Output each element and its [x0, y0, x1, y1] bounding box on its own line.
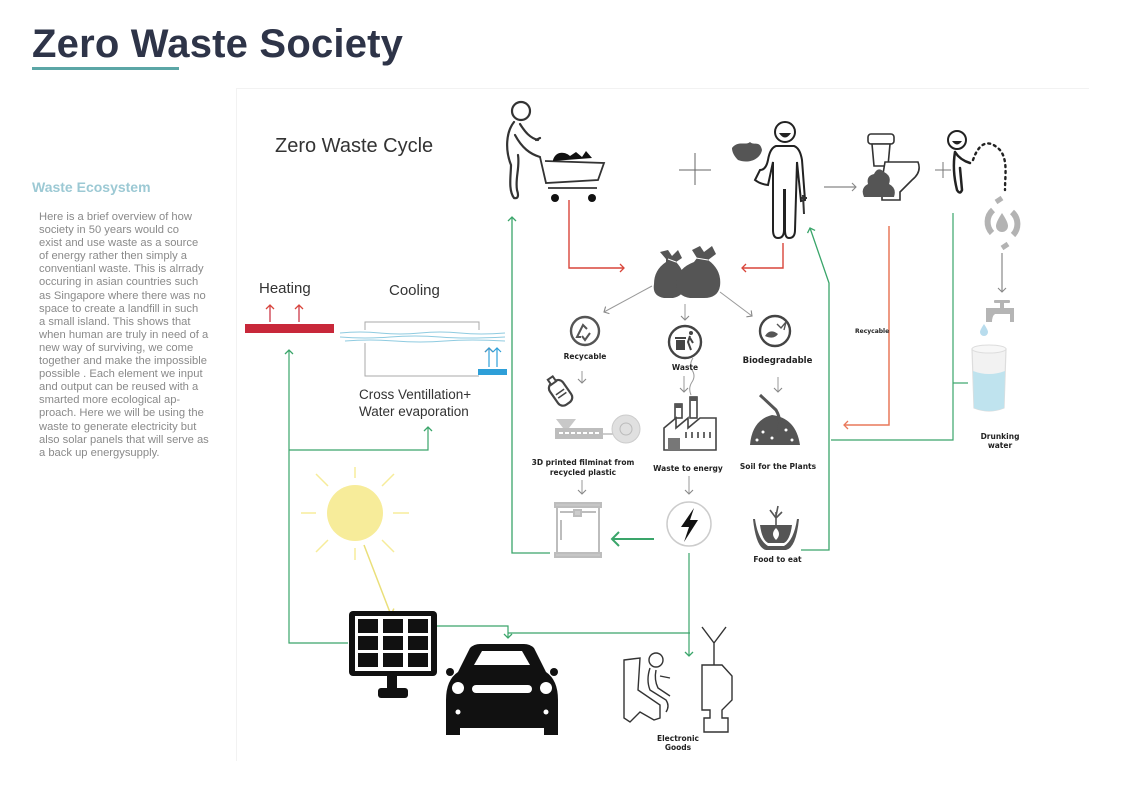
trash-bin-circle-icon: [667, 324, 703, 360]
drinking-water-label-1: Drunking: [980, 432, 1020, 441]
solar-panel-icon: [349, 611, 437, 698]
flow-food-to-person: [801, 227, 830, 551]
tv-antenna-icon: [701, 626, 733, 733]
cooling-building-icon: [364, 321, 480, 377]
flow-person-to-waste: [741, 243, 784, 273]
filament-label-2: recycled plastic: [549, 468, 617, 477]
soil-label: Soil for the Plants: [739, 462, 817, 471]
page-title: Zero Waste Society: [32, 22, 404, 66]
cooling-label: Cooling: [389, 282, 440, 299]
sun-icon: [301, 467, 409, 560]
food-pot-plant-icon: [753, 505, 799, 550]
drinking-water-glass-icon: [971, 344, 1007, 412]
recycle-circle-icon: [569, 315, 601, 347]
massage-chair-icon: [623, 652, 671, 723]
filament-extruder-icon: [555, 414, 641, 444]
food-label: Food to eat: [753, 555, 802, 564]
flow-cart-to-waste: [568, 200, 625, 273]
factory-icon: [663, 357, 717, 451]
garbage-bags-icon: [653, 246, 721, 298]
shopping-cart-icon: [539, 151, 606, 202]
flow-solar-to-cooling: [289, 426, 433, 451]
water-drop-icon: [996, 213, 1008, 232]
drinking-water-label-2: water: [987, 441, 1013, 450]
drinking-person-icon: [947, 130, 1007, 194]
title-underline: [32, 67, 179, 70]
waste-to-energy-label: Waste to energy: [653, 464, 723, 473]
flow-water-to-food: [831, 213, 954, 441]
electronic-goods-label-2: Goods: [664, 743, 692, 752]
plus-icon-2: [935, 162, 951, 178]
waste-label: Waste: [671, 363, 699, 372]
flow-split-bio: [719, 291, 753, 318]
water-recycle-icon: [984, 195, 1021, 251]
flow-split-recycable: [603, 285, 653, 315]
recycable-label: Recycable: [563, 352, 607, 361]
shopper-icon: [506, 100, 542, 200]
sunlight-arrow: [363, 544, 395, 616]
biodegradable-label: Biodegradable: [742, 356, 813, 366]
heating-label: Heating: [259, 280, 311, 297]
plus-icon: [679, 153, 711, 185]
flow-solar-to-car: [437, 625, 513, 639]
sidebar-body: Here is a brief overview of how society …: [39, 211, 209, 459]
diagram-panel: [236, 88, 1089, 761]
cross-vent-label-2: Water evaporation: [359, 404, 469, 419]
water-tap-icon: [980, 300, 1014, 336]
3d-printer-icon: [554, 502, 602, 558]
flow-solar-to-heating: [284, 349, 348, 644]
cross-vent-label-1: Cross Ventillation+: [359, 387, 472, 402]
biodegradable-circle-icon: [758, 314, 792, 348]
cool-arrowhead-1: [484, 347, 502, 353]
eating-person-icon: [732, 121, 807, 240]
waste-poop-icon: [862, 169, 895, 197]
heating-bar: [245, 324, 334, 333]
sidebar-heading: Waste Ecosystem: [32, 179, 151, 195]
airflow-lines: [339, 331, 506, 343]
electric-car-icon: [446, 644, 558, 735]
plastic-bottle-icon: [546, 374, 574, 407]
recyclable-side-label: Recycable: [855, 328, 890, 335]
electronic-goods-label-1: Electronic: [656, 734, 700, 743]
flow-toilet-to-soil: [843, 226, 890, 430]
filament-label-1: 3D printed filminat from: [531, 458, 635, 467]
flow-printer-to-shopper: [507, 216, 550, 554]
cooling-bar: [478, 369, 507, 375]
electricity-bolt-icon: [666, 501, 712, 547]
soil-compost-icon: [750, 393, 800, 445]
diagram-title: Zero Waste Cycle: [275, 135, 434, 157]
